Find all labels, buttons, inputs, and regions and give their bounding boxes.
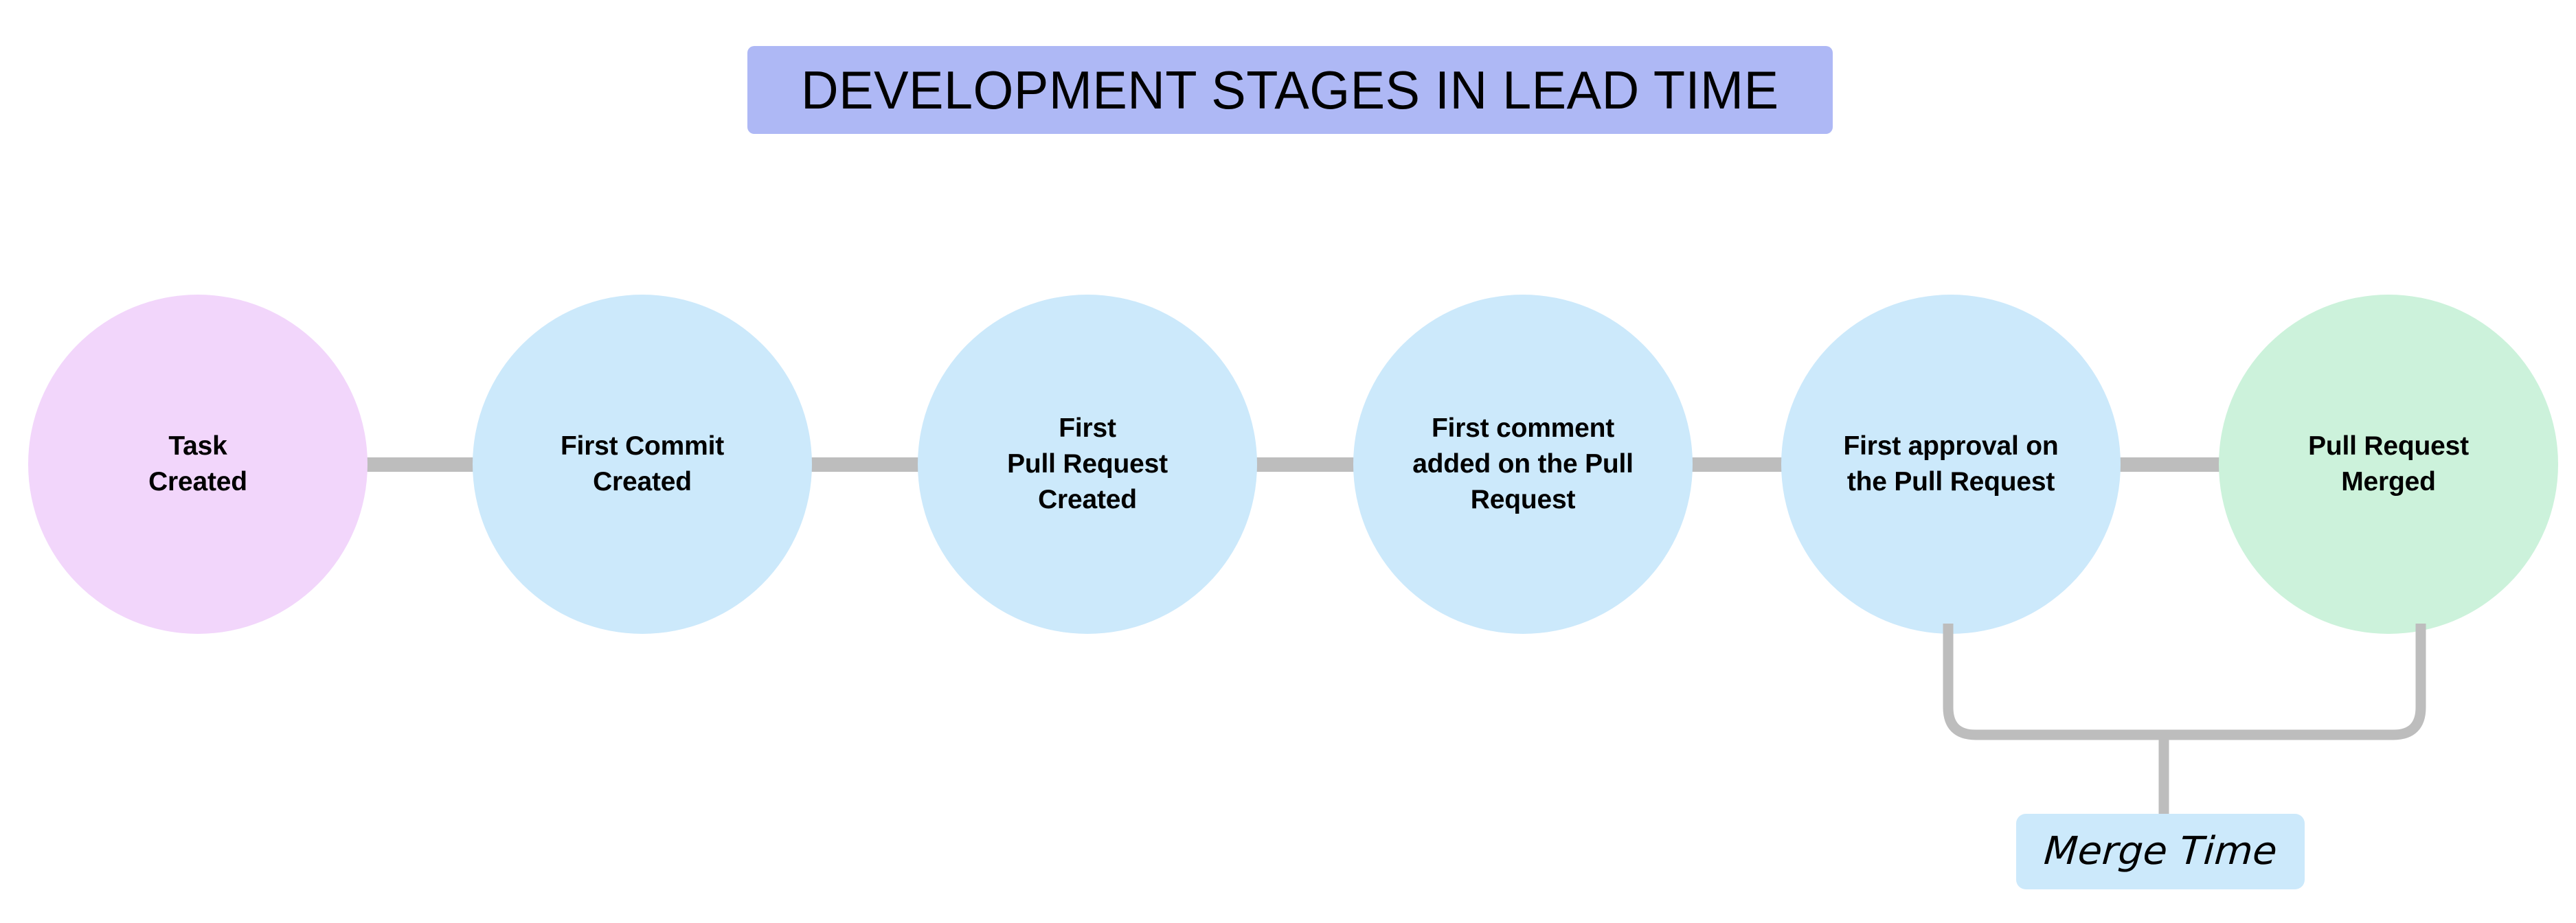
- merge-time-label-text: Merge Time: [2042, 829, 2279, 874]
- connector-commit-to-pr: [808, 457, 920, 472]
- stage-node-first-comment-on-pull-request[interactable]: First comment added on the Pull Request: [1353, 295, 1693, 634]
- bracket-u-path: [1943, 624, 2426, 740]
- stage-node-first-commit-created[interactable]: First Commit Created: [473, 295, 812, 634]
- stage-node-label: First Pull Request Created: [1007, 413, 1168, 514]
- stage-node-label: Pull Request Merged: [2308, 431, 2469, 497]
- merge-time-bracket: [1943, 624, 2426, 816]
- stage-node-label: Task Created: [148, 431, 247, 497]
- connector-pr-to-comment: [1252, 457, 1357, 472]
- stage-node-pull-request-merged[interactable]: Pull Request Merged: [2219, 295, 2558, 634]
- stage-node-label: First approval on the Pull Request: [1843, 431, 2059, 497]
- stage-node-label: First Commit Created: [560, 431, 725, 497]
- stage-node-first-pull-request-created[interactable]: First Pull Request Created: [918, 295, 1257, 634]
- stage-node-first-approval-on-pull-request[interactable]: First approval on the Pull Request: [1781, 295, 2121, 634]
- connector-comment-to-approval: [1688, 457, 1783, 472]
- diagram-title-banner: DEVELOPMENT STAGES IN LEAD TIME: [747, 46, 1833, 134]
- connector-task-to-commit: [363, 457, 477, 472]
- connector-approval-to-merged: [2116, 457, 2220, 472]
- stage-node-task-created[interactable]: Task Created: [28, 295, 368, 634]
- merge-time-label-box[interactable]: Merge Time: [2016, 814, 2305, 889]
- page-title: DEVELOPMENT STAGES IN LEAD TIME: [801, 60, 1779, 120]
- stage-node-label: First comment added on the Pull Request: [1412, 413, 1634, 514]
